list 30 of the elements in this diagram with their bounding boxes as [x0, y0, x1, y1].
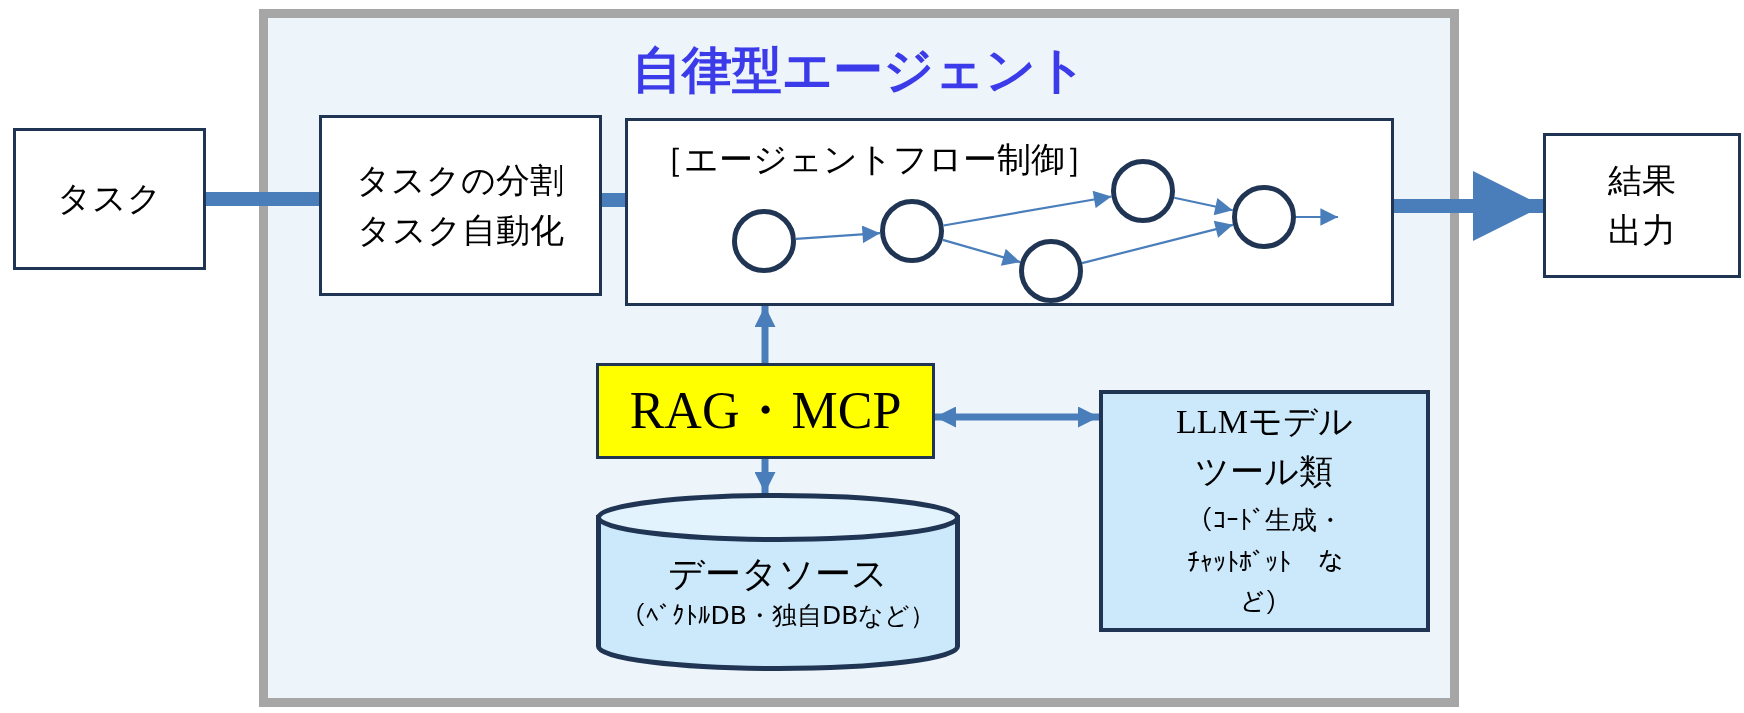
node-circle [1232, 185, 1296, 249]
agent-panel [259, 9, 1459, 707]
output-box: 結果出力 [1543, 133, 1741, 278]
node-circle [880, 199, 944, 263]
connector-line [206, 192, 319, 206]
arrow [795, 225, 881, 244]
node-circle [1019, 239, 1083, 303]
arrow [1174, 196, 1233, 216]
process-box: タスクの分割タスク自動化 [319, 115, 602, 296]
tool-box [1099, 390, 1430, 632]
node-circle [732, 209, 796, 273]
node-circle [1111, 159, 1175, 223]
box-title: ［エージェントフロー制御］ [650, 139, 1099, 180]
box-heading: LLMモデルツール類 [1175, 402, 1354, 492]
highlight-box: RAG・MCP [596, 363, 935, 459]
database-note: （ﾍﾞｸﾄﾙDB・独自DBなど） [620, 599, 936, 632]
arrow [935, 406, 1099, 428]
flow-box [625, 118, 1394, 306]
database-cylinder [596, 493, 960, 671]
arrow [942, 238, 1021, 266]
arrow [943, 190, 1112, 227]
arrow [1081, 220, 1234, 265]
arrow [1394, 171, 1543, 241]
box-note: （ｺｰﾄﾞ生成・ﾁｬｯﾄﾎﾞｯﾄ など） [1185, 503, 1344, 621]
panel-title: 自律型エージェント [630, 40, 1088, 100]
database-label: データソース [668, 552, 888, 596]
connector-line [602, 193, 625, 207]
arrow [1296, 208, 1338, 226]
task-box: タスク [13, 128, 206, 270]
arrow [754, 306, 776, 363]
